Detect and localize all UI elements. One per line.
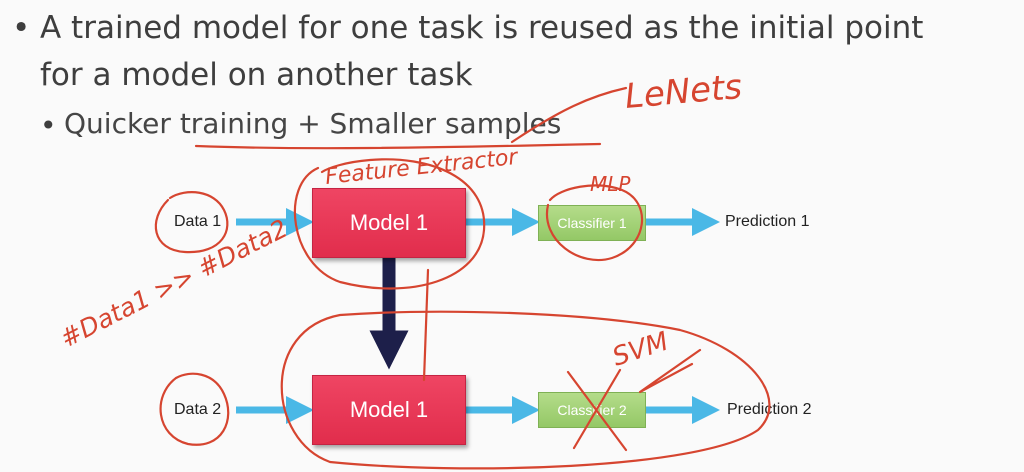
bullet2-text: Quicker training + Smaller samples (64, 107, 562, 140)
classifier1-box: Classifier 1 (538, 205, 646, 241)
ink-lenets: LeNets (623, 67, 743, 117)
model-box-row1: Model 1 (312, 188, 466, 258)
ink-underline (194, 142, 602, 150)
ink-svm: SVM (609, 327, 672, 373)
classifier2-box: Classifier 2 (538, 392, 646, 428)
data1-label: Data 1 (174, 213, 222, 230)
bullet1-line1: A trained model for one task is reused a… (40, 10, 924, 46)
ink-feature-extractor: Feature Extractor (324, 145, 521, 190)
ink-circle-data1 (154, 191, 229, 254)
ink-circle-data2 (159, 372, 230, 446)
bullet-marker: • (12, 10, 31, 46)
bullet1-line2: for a model on another task (40, 57, 473, 93)
ink-circle-classifier1 (545, 184, 644, 261)
ink-ellipse-row2 (280, 310, 771, 470)
model-box-row2: Model 1 (312, 375, 466, 445)
sub-bullet-marker: • (40, 109, 57, 142)
ink-pen-line (422, 268, 430, 382)
ink-strike-line (510, 86, 628, 144)
data2-label: Data 2 (174, 401, 222, 418)
ink-data-compare: #Data1 >> #Data2 (56, 214, 293, 354)
ink-cross (566, 368, 628, 452)
ink-circle-model1 (293, 158, 486, 290)
ink-svm-pointer (638, 348, 702, 394)
prediction1-label: Prediction 1 (725, 213, 810, 230)
